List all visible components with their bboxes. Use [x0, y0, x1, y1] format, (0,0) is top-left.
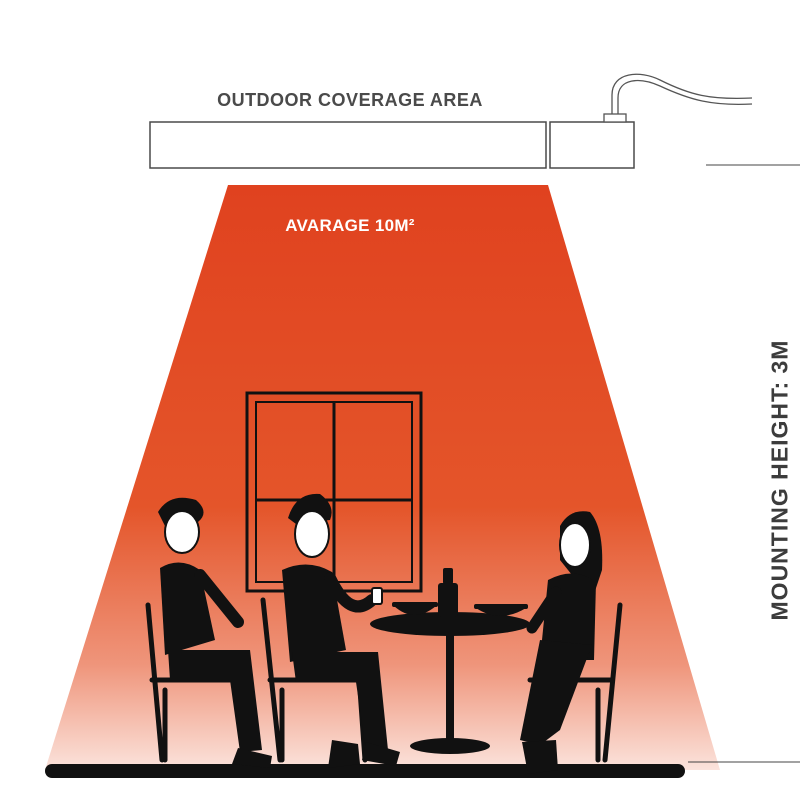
person-icon: [520, 511, 603, 774]
person-icon: [282, 493, 400, 768]
bowl-icon: [392, 602, 438, 615]
diagram-title: OUTDOOR COVERAGE AREA: [217, 90, 483, 110]
heater-icon: [149, 121, 635, 169]
coverage-area-label: AVARAGE 10M²: [285, 216, 415, 235]
mounting-height-label: MOUNTING HEIGHT: 3M: [766, 339, 793, 621]
bowl-icon: [474, 604, 528, 616]
power-cable-icon: [603, 73, 753, 123]
ground-shadow: [45, 764, 685, 778]
person-icon: [158, 497, 272, 768]
phone-icon: [371, 587, 383, 605]
bottle-icon: [438, 568, 458, 617]
table-icon: [370, 612, 530, 754]
heat-coverage-beam: [45, 185, 720, 770]
